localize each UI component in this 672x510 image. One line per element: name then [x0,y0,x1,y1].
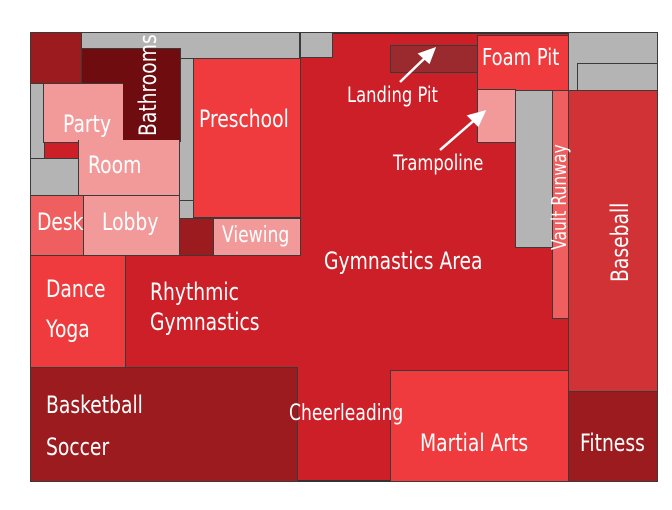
label-lobby: Lobby [102,208,159,236]
label-desk: Desk [37,208,84,236]
label-yoga: Yoga [46,315,90,343]
label-viewing: Viewing [222,223,290,248]
label-basketball: Basketball [46,391,143,419]
label-vault-runway: Vault Runway [547,144,571,250]
label-baseball: Baseball [606,202,634,282]
label-foam-pit: Foam Pit [482,45,560,71]
label-rhythmic: Rhythmic [150,278,239,306]
label-gymnastics-area: Gymnastics Area [324,247,483,275]
label-fitness: Fitness [580,429,645,457]
label-dance: Dance [46,275,106,303]
label-preschool: Preschool [199,105,289,133]
room-party-a [43,83,123,143]
corridor-top-right [300,32,333,58]
arrow-landing-pit [399,54,429,83]
label-soccer: Soccer [46,433,110,461]
room-fitness [568,391,658,482]
label-landing-pit: Landing Pit [347,83,438,107]
corridor-left-lower [30,158,80,196]
label-party: Party [63,110,112,138]
label-gymnastics: Gymnastics [150,308,260,336]
label-martial-arts: Martial Arts [420,429,529,457]
label-trampoline: Trampoline [393,151,484,175]
label-cheerleading: Cheerleading [289,401,404,426]
room-basketball-soccer [30,367,298,482]
vault-area [515,90,553,248]
room-dance-yoga [30,255,126,369]
arrow-trampoline [439,116,479,151]
label-bathrooms: Bathrooms [134,34,162,136]
room-preschool [193,58,301,218]
label-room: Room [88,151,142,179]
foam-pit [477,35,569,91]
room-martial-arts [390,370,569,482]
room-viewing [213,218,301,256]
